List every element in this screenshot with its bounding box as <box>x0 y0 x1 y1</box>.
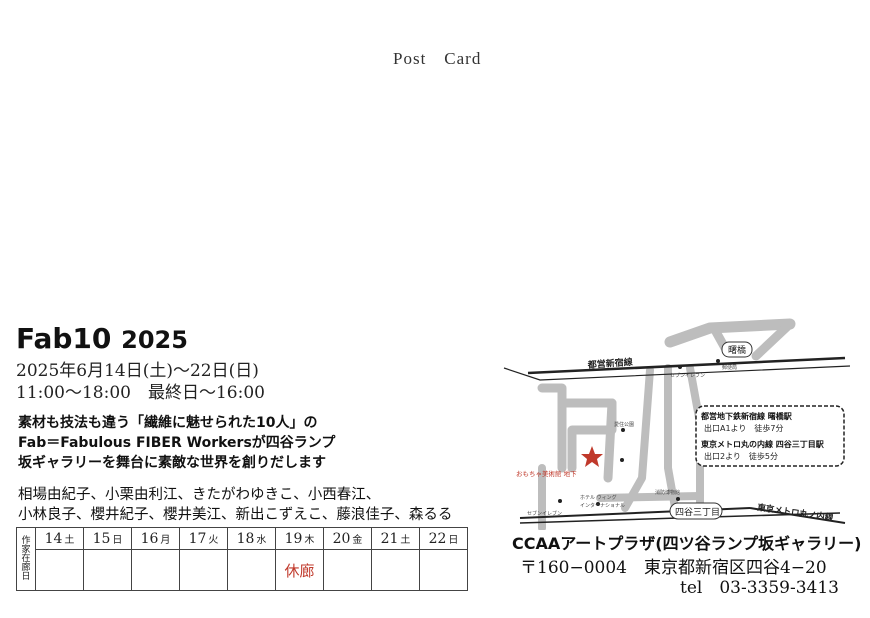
map-label-yotsuya-3: 四谷三丁目 <box>675 507 720 518</box>
schedule-label: 作家在廊日 <box>16 527 36 591</box>
presence-cell <box>83 549 132 591</box>
map-label-hotel-1: ホテル ウィング <box>580 494 617 501</box>
artist-line: 小林良子、櫻井紀子、櫻井美江、新出こずえこ、藤浪佳子、森るる <box>18 507 453 523</box>
schedule-label-char: 在 <box>21 553 31 564</box>
presence-cell <box>35 549 84 591</box>
presence-cell <box>227 549 276 591</box>
presence-cell <box>323 549 372 591</box>
map-label-museum: おもちゃ美術館 地下 <box>516 469 577 478</box>
post-card-heading: Post Card <box>393 49 482 68</box>
map-label-post-office: 郵便局 <box>722 364 737 371</box>
map-label-park: 愛住公園 <box>614 421 634 428</box>
map-label-seven-eleven-2: セブンイレブン <box>527 510 562 517</box>
map-label-akebonobashi: 曙橋 <box>728 344 746 356</box>
desc-line: 素材も技法も違う「繊維に魅せられた10人」の <box>18 415 318 431</box>
event-title-year: 2025 <box>121 326 188 354</box>
access-line-1: 都営地下鉄新宿線 曙橋駅 <box>700 411 793 421</box>
event-title-name: Fab10 <box>16 322 112 355</box>
access-info-box <box>695 405 845 467</box>
closed-day-cell: 休廊 <box>275 549 324 591</box>
venue-address: 〒160−0004 東京都新宿区四谷4−20 <box>520 558 827 578</box>
time-line: 11:00〜18:00 最終日〜16:00 <box>16 383 265 403</box>
access-line-2: 出口A1より 徒歩7分 <box>704 423 784 433</box>
access-line-4: 出口2より 徒歩5分 <box>704 451 778 461</box>
map-label-toei-line: 都営新宿線 <box>586 356 633 371</box>
presence-cell <box>179 549 228 591</box>
access-line-3: 東京メトロ丸の内線 四谷三丁目駅 <box>701 439 825 449</box>
access-map: 都営新宿線 曙橋 郵便局 セブンイレブン 愛住公園 おもちゃ美術館 地下 セブン… <box>503 318 851 530</box>
venue-name: CCAAアートプラザ(四ツ谷ランプ坂ギャラリー) <box>512 534 862 553</box>
presence-cell <box>131 549 180 591</box>
venue-tel: tel 03-3359-3413 <box>680 578 839 598</box>
desc-line: Fab＝Fabulous FIBER Workersが四谷ランプ <box>18 435 336 451</box>
date-line: 2025年6月14日(土)〜22日(日) <box>16 361 259 381</box>
event-description: 素材も技法も違う「繊維に魅せられた10人」の Fab＝Fabulous FIBE… <box>18 413 335 473</box>
presence-cell <box>419 549 468 591</box>
artist-list: 相場由紀子、小栗由利江、きたがわゆきこ、小西春江、 小林良子、櫻井紀子、櫻井美江… <box>18 485 452 525</box>
schedule-label-char: 廊 <box>21 562 31 573</box>
event-title: Fab10 2025 <box>16 322 188 355</box>
map-label-hotel-2: インターナショナル <box>580 502 625 509</box>
presence-cell <box>371 549 420 591</box>
schedule-label-char: 日 <box>21 571 31 582</box>
map-label-seven-eleven-1: セブンイレブン <box>670 372 705 379</box>
gallery-star-icon <box>581 446 603 467</box>
artist-line: 相場由紀子、小栗由利江、きたがわゆきこ、小西春江、 <box>18 487 381 503</box>
event-dates: 2025年6月14日(土)〜22日(日) 11:00〜18:00 最終日〜16:… <box>16 360 265 404</box>
map-label-fire-museum: 消防博物館 <box>655 489 680 496</box>
desc-line: 坂ギャラリーを舞台に素敵な世界を創りだします <box>18 455 326 471</box>
schedule-label-char: 家 <box>21 544 31 555</box>
schedule-label-char: 作 <box>21 535 31 546</box>
map-label-marunouchi-line: 東京メトロ丸ノ内線 <box>757 502 835 524</box>
